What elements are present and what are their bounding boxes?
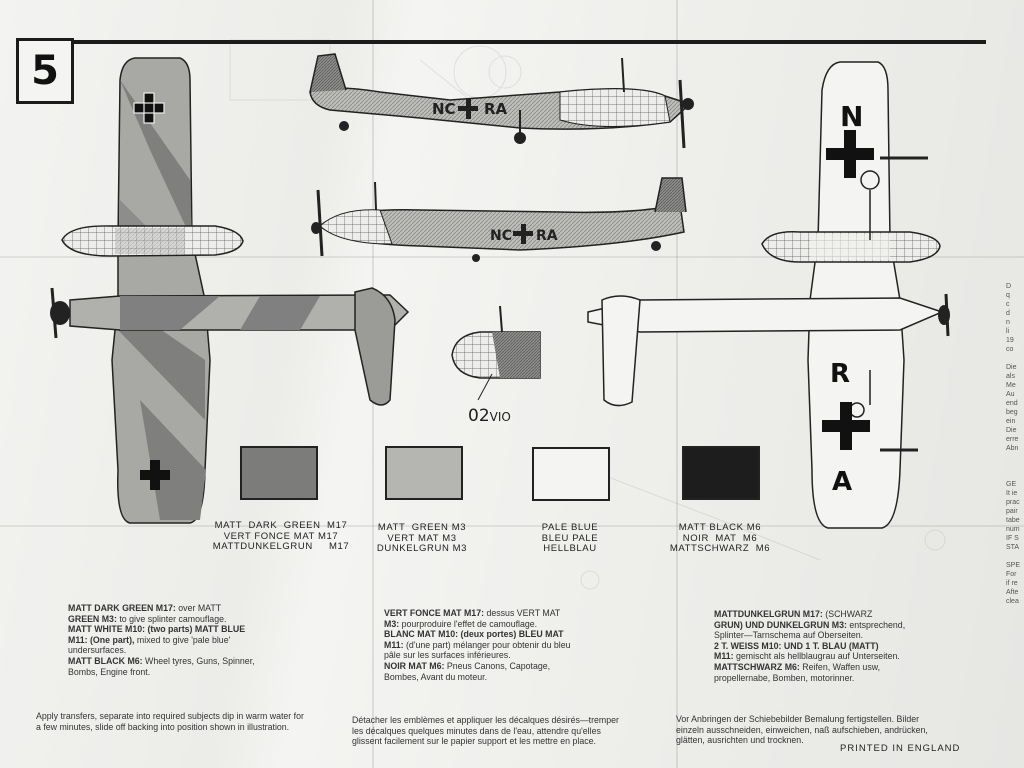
edge-fragment <box>1006 471 1020 480</box>
note-line: GRUN) UND DUNKELGRUN M3: entsprechend, <box>714 619 906 630</box>
edge-fragment: Me <box>1006 382 1016 389</box>
note-line: M11: gemischt als hellblaugrau auf Unter… <box>714 651 900 662</box>
edge-fragment: SPE <box>1006 562 1021 569</box>
note-line: Bombs, Engine front. <box>68 666 151 677</box>
code-letters-left: NC <box>432 100 456 118</box>
note-line: M11: (d'une part) mélanger pour obtenir … <box>384 639 571 650</box>
edge-fragment <box>1006 552 1020 561</box>
edge-fragment: c <box>1006 301 1010 308</box>
code-letters-left: NC <box>490 228 512 244</box>
edge-fragment: Afte <box>1006 589 1019 596</box>
note-line: MATTSCHWARZ M6: Reifen, Waffen usw, <box>714 661 881 672</box>
swatch-dark-green <box>240 446 318 500</box>
underwing-letter-a: A <box>832 467 852 497</box>
edge-fragment: if re <box>1006 580 1018 587</box>
callout-code: 02VIO <box>468 406 511 426</box>
edge-fragment: co <box>1006 346 1014 353</box>
edge-fragment: It ie <box>1006 490 1018 497</box>
note-line: MATT DARK GREEN M17: over MATT <box>68 603 222 613</box>
edge-fragment: IF S <box>1006 535 1019 542</box>
side-view-middle: NC RA <box>311 177 687 262</box>
edge-fragment: d <box>1006 310 1010 317</box>
edge-fragment: Die <box>1006 427 1017 434</box>
step-number: 5 <box>16 38 74 104</box>
underwing-letter-r: R <box>830 359 850 389</box>
note-line: BLANC MAT M10: (deux portes) BLEU MAT <box>384 629 564 640</box>
note-line: pâle sur les surfaces inférieures. <box>384 650 511 661</box>
note-line: propellernabe, Bomben, motorinner. <box>714 672 855 683</box>
edge-fragment: Abn <box>1006 445 1019 452</box>
edge-fragment: D <box>1006 283 1012 290</box>
edge-fragment: tabe <box>1006 517 1020 524</box>
edge-fragment: num <box>1006 526 1020 533</box>
edge-fragment: erre <box>1006 436 1019 443</box>
swatch-black <box>682 446 760 500</box>
printed-in-england: PRINTED IN ENGLAND <box>840 743 961 754</box>
edge-fragment: Die <box>1006 364 1017 371</box>
transfer-instructions-french: Détacher les emblèmes et appliquer les d… <box>352 715 619 747</box>
edge-fragment: als <box>1006 373 1015 380</box>
plan-view-lower: N R A <box>587 61 950 529</box>
edge-fragment: clea <box>1006 598 1019 605</box>
paper-fold <box>676 0 678 768</box>
note-line: MATT WHITE M10: (two parts) MATT BLUE <box>68 624 246 635</box>
code-letters-right: RA <box>536 228 558 244</box>
paper-fold <box>0 256 1024 258</box>
edge-fragment: For <box>1006 571 1017 578</box>
note-line: MATTDUNKELGRUN M17: (SCHWARZ <box>714 609 873 619</box>
edge-fragment: ein <box>1006 418 1016 425</box>
edge-fragment: prac <box>1006 499 1020 506</box>
nose-detail <box>451 305 541 401</box>
note-line: 2 T. WEISS M10: UND 1 T. BLAU (MATT) <box>714 640 879 651</box>
plan-view-upper <box>50 57 410 524</box>
note-line: M3: pourproduire l'effet de camouflage. <box>384 618 538 629</box>
edge-fragment: STA <box>1006 544 1020 551</box>
note-line: Bombes, Avant du moteur. <box>384 671 488 682</box>
edge-fragment: GE <box>1006 481 1017 488</box>
edge-fragment: pair <box>1006 508 1018 515</box>
edge-fragment: end <box>1006 400 1018 407</box>
underwing-letter-n: N <box>840 100 863 133</box>
note-line: M11: (One part), mixed to give 'pale blu… <box>68 634 231 645</box>
edge-fragment: Au <box>1006 391 1015 398</box>
edge-fragment: 19 <box>1006 337 1014 344</box>
note-line: GREEN M3: to give splinter camouflage. <box>68 613 227 624</box>
swatch-pale-blue <box>532 447 610 501</box>
note-line: NOIR MAT M6: Pneus Canons, Capotage, <box>384 660 551 671</box>
edge-fragment: li <box>1006 328 1010 335</box>
swatch-green <box>385 446 463 500</box>
code-letters-right: RA <box>484 100 508 118</box>
edge-fragment: n <box>1006 319 1010 326</box>
header-rule <box>18 40 986 44</box>
paper-fold <box>0 525 1024 527</box>
edge-fragment <box>1006 462 1020 471</box>
transfer-instructions-english: Apply transfers, separate into required … <box>36 711 304 732</box>
note-line: Splinter—Tarnschema auf Oberseiten. <box>714 630 864 641</box>
note-line: VERT FONCE MAT M17: dessus VERT MAT <box>384 608 561 618</box>
edge-fragment: q <box>1006 292 1010 299</box>
edge-fragment: beg <box>1006 409 1018 416</box>
side-view-top: NC RA <box>309 53 694 149</box>
note-line: undersurfaces. <box>68 645 127 656</box>
note-line: MATT BLACK M6: Wheel tyres, Guns, Spinne… <box>68 655 255 666</box>
transfer-instructions-german: Vor Anbringen der Schiebebilder Bemalung… <box>676 714 928 746</box>
edge-fragment <box>1006 453 1020 462</box>
edge-fragment <box>1006 354 1020 363</box>
